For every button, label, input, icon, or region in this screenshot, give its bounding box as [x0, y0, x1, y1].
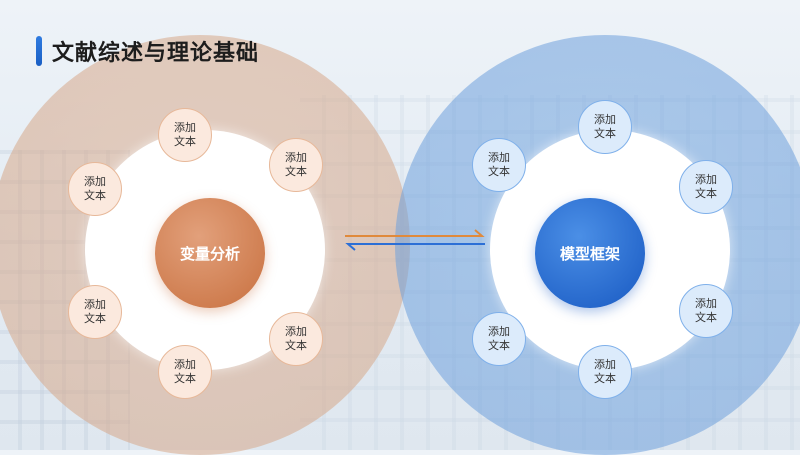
left-node-5-label: 添加 文本: [285, 325, 307, 352]
right-node-2-label: 添加 文本: [488, 151, 510, 178]
right-node-4[interactable]: 添加 文本: [679, 284, 733, 338]
arrow-right-icon: [345, 229, 485, 237]
model-framework-label: 模型框架: [559, 244, 620, 263]
left-node-1-label: 添加 文本: [174, 121, 196, 148]
model-framework-node[interactable]: 模型框架: [535, 198, 645, 308]
right-node-3-label: 添加 文本: [695, 173, 717, 200]
page-title: 文献综述与理论基础: [52, 41, 260, 66]
title-accent-bar: [36, 36, 42, 66]
arrow-left-icon: [345, 243, 485, 251]
left-node-3-label: 添加 文本: [84, 175, 106, 202]
right-node-5[interactable]: 添加 文本: [472, 312, 526, 366]
right-node-5-label: 添加 文本: [488, 325, 510, 352]
right-node-3[interactable]: 添加 文本: [679, 160, 733, 214]
title-block: 文献综述与理论基础: [36, 35, 259, 67]
left-node-2-label: 添加 文本: [285, 151, 307, 178]
left-node-1[interactable]: 添加 文本: [158, 108, 212, 162]
right-node-6[interactable]: 添加 文本: [578, 345, 632, 399]
variable-analysis-node[interactable]: 变量分析: [155, 198, 265, 308]
exchange-arrows: [345, 229, 485, 251]
left-node-3[interactable]: 添加 文本: [68, 162, 122, 216]
right-node-1[interactable]: 添加 文本: [578, 100, 632, 154]
right-node-4-label: 添加 文本: [695, 297, 717, 324]
left-node-4[interactable]: 添加 文本: [68, 285, 122, 339]
right-node-2[interactable]: 添加 文本: [472, 138, 526, 192]
left-node-6[interactable]: 添加 文本: [158, 345, 212, 399]
left-node-2[interactable]: 添加 文本: [269, 138, 323, 192]
left-node-4-label: 添加 文本: [84, 298, 106, 325]
right-node-6-label: 添加 文本: [594, 358, 616, 385]
right-node-1-label: 添加 文本: [594, 113, 616, 140]
variable-analysis-label: 变量分析: [179, 244, 240, 263]
left-node-5[interactable]: 添加 文本: [269, 312, 323, 366]
left-node-6-label: 添加 文本: [174, 358, 196, 385]
